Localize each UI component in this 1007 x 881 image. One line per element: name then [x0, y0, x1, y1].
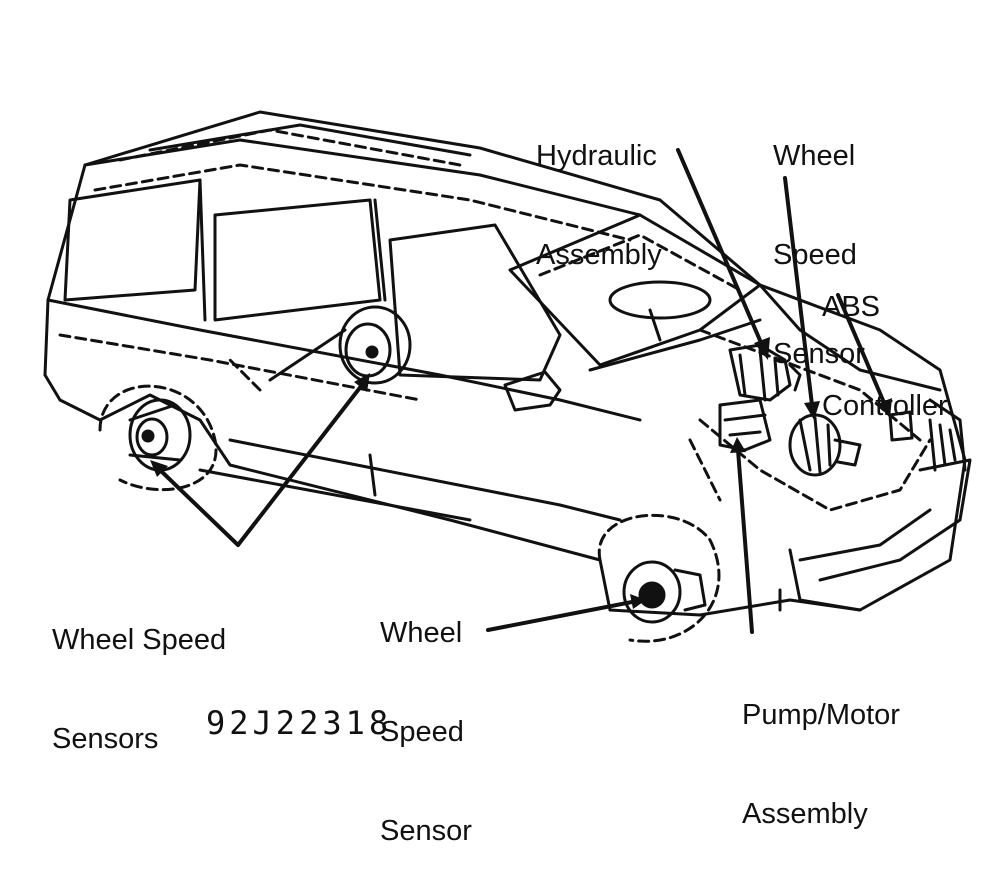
abs-controller-box	[888, 410, 914, 442]
wheel-speed-sensor-bottom-label: Wheel Speed Sensor	[380, 551, 472, 881]
hydraulic-assembly-line2: Assembly	[536, 239, 662, 271]
wheel-speed-sensors-line1: Wheel Speed	[52, 624, 227, 656]
wheel-speed-sensor-bottom-line1: Wheel	[380, 617, 463, 649]
front-wheel	[597, 513, 721, 643]
leader-arrows	[150, 148, 892, 634]
pump-motor-assembly-line2: Assembly	[742, 798, 868, 830]
hydraulic-assembly-line1: Hydraulic	[536, 140, 657, 172]
wheel-speed-sensor-top-line1: Wheel	[773, 140, 856, 172]
wheel-speed-sensor-bottom-line2: Speed	[380, 716, 464, 748]
vehicle-illustration	[43, 110, 972, 643]
abs-controller-line2: Controller	[822, 390, 948, 422]
pump-motor-assembly-label: Pump/Motor Assembly	[742, 633, 900, 864]
wheel-speed-sensor-bottom-line3: Sensor	[380, 815, 472, 847]
wheel-speed-sensor-top-line2: Speed	[773, 239, 857, 271]
pump-motor-assembly-line1: Pump/Motor	[742, 699, 900, 731]
abs-component-diagram: Hydraulic Assembly Wheel Speed Sensor AB…	[43, 74, 972, 847]
hydraulic-assembly-label: Hydraulic Assembly	[536, 74, 662, 305]
wheel-speed-sensor-top-line3: Sensor	[773, 338, 865, 370]
wheel-speed-sensors-left-label: Wheel Speed Sensors	[52, 558, 226, 789]
wheel-speed-sensor-top-label: Wheel Speed Sensor	[773, 74, 865, 404]
abs-controller-line1: ABS	[822, 291, 881, 323]
rear-drum-right	[228, 305, 412, 392]
abs-controller-label: ABS Controller	[822, 225, 948, 456]
figure-number: 92J22318	[206, 704, 393, 742]
wheel-speed-sensors-line2: Sensors	[52, 723, 159, 755]
